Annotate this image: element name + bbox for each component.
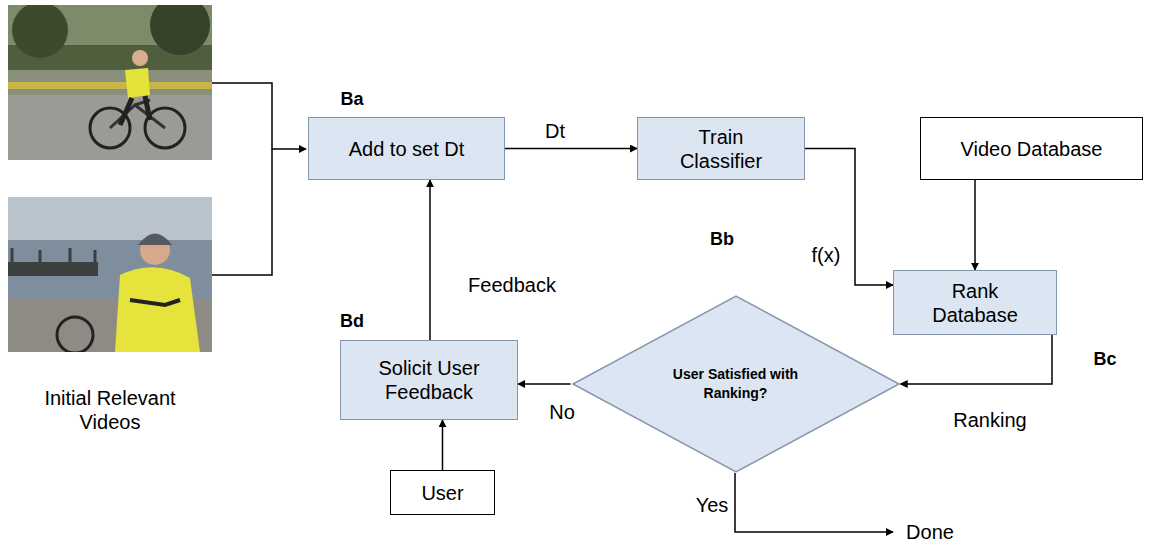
connector-arrow (518, 383, 571, 385)
process-box: Add to set Dt (308, 117, 505, 180)
edge-label: No (546, 400, 578, 424)
node-text: User Satisfied with Ranking? (661, 365, 811, 403)
connector-arrow (805, 149, 893, 286)
edge-label: Ranking (950, 408, 1029, 432)
connector-arrow (901, 335, 1053, 384)
rider-photo (8, 197, 212, 352)
end-label: Done (906, 520, 954, 544)
node-text: Add to set Dt (349, 137, 465, 161)
process-box: Rank Database (893, 270, 1057, 335)
connector-arrow (974, 180, 976, 270)
callout-number: Ba (340, 89, 363, 111)
process-box: Train Classifier (637, 117, 805, 180)
cyclist-photo (8, 5, 212, 160)
callout-number: Bd (340, 311, 364, 333)
connector-arrow (429, 180, 431, 340)
decision-diamond: User Satisfied with Ranking? (571, 295, 901, 473)
node-text: Rank Database (920, 279, 1030, 327)
edge-label: Dt (542, 119, 568, 143)
branch-label: Yes (696, 493, 729, 517)
database-box: Video Database (920, 117, 1143, 180)
process-box: Solicit User Feedback (340, 340, 518, 420)
node-text: Train Classifier (666, 125, 776, 173)
edge-label: Feedback (465, 273, 559, 297)
node-text: User (421, 481, 463, 505)
callout-number: Bb (710, 229, 734, 251)
node-text: Solicit User Feedback (354, 356, 504, 404)
done-arrow (735, 473, 893, 532)
diamond-outline (571, 295, 901, 473)
input-wire (212, 83, 306, 149)
user-box: User (390, 470, 495, 515)
input-wire (212, 149, 272, 275)
callout-number: Bc (1093, 349, 1116, 371)
image-caption: Initial Relevant Videos (20, 386, 200, 434)
edge-label: f(x) (809, 243, 844, 267)
connector-arrow (442, 420, 444, 470)
node-text: Video Database (961, 137, 1103, 161)
connector-arrow (505, 148, 637, 150)
